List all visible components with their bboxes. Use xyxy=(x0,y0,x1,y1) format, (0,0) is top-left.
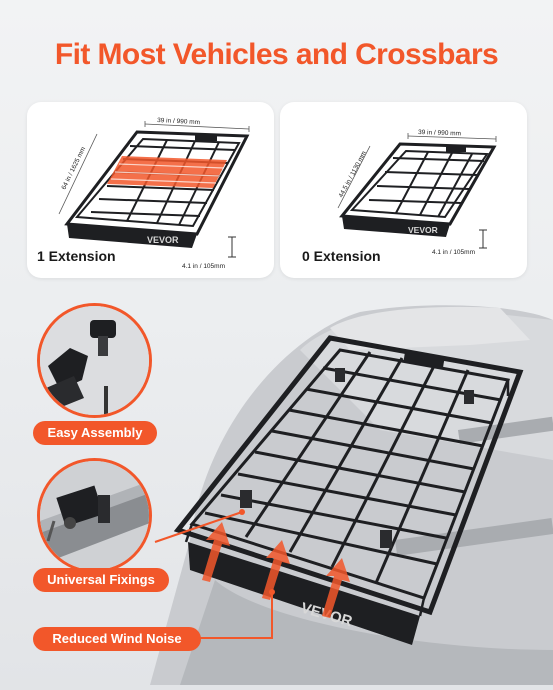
easy-assembly-label: Easy Assembly xyxy=(33,421,157,445)
universal-fixings-label: Universal Fixings xyxy=(33,568,169,592)
length-dimension-label: 64 in / 1625 mm xyxy=(61,146,88,191)
roof-rack xyxy=(173,335,524,617)
width-dimension-label: 39 in / 990 mm xyxy=(157,117,200,126)
crossbar-clamp-icon xyxy=(40,461,149,570)
height-dimension-label: 4.1 in / 105mm xyxy=(182,263,225,270)
height-dimension-label: 4.1 in / 105mm xyxy=(432,249,475,256)
card-brand-label: VEVOR xyxy=(408,225,438,235)
extension-card-title: 1 Extension xyxy=(37,248,116,264)
extension-card-title: 0 Extension xyxy=(302,248,381,264)
headline: Fit Most Vehicles and Crossbars xyxy=(54,38,499,71)
extension-card-1: VEVOR 39 in / 990 mm 64 in / 1625 mm 4.1… xyxy=(27,102,274,278)
rack-with-extension-illustration: VEVOR 39 in / 990 mm 64 in / 1625 mm 4.1… xyxy=(58,117,250,270)
airflow-arrows xyxy=(202,522,350,618)
wind-deflector xyxy=(188,542,420,645)
universal-fixings-closeup xyxy=(37,458,152,573)
extension-card-2: VEVOR 39 in / 990 mm 44.5 in / 1130 mm 4… xyxy=(280,102,527,278)
car-roof-rack-scene: VEVOR xyxy=(150,305,553,685)
easy-assembly-closeup xyxy=(37,303,152,418)
rack-without-extension-illustration: VEVOR 39 in / 990 mm 44.5 in / 1130 mm 4… xyxy=(338,129,497,256)
knob-bracket-icon xyxy=(40,306,149,415)
width-dimension-label: 39 in / 990 mm xyxy=(418,129,461,137)
card-brand-label: VEVOR xyxy=(147,235,179,245)
reduced-wind-noise-label: Reduced Wind Noise xyxy=(33,627,201,651)
